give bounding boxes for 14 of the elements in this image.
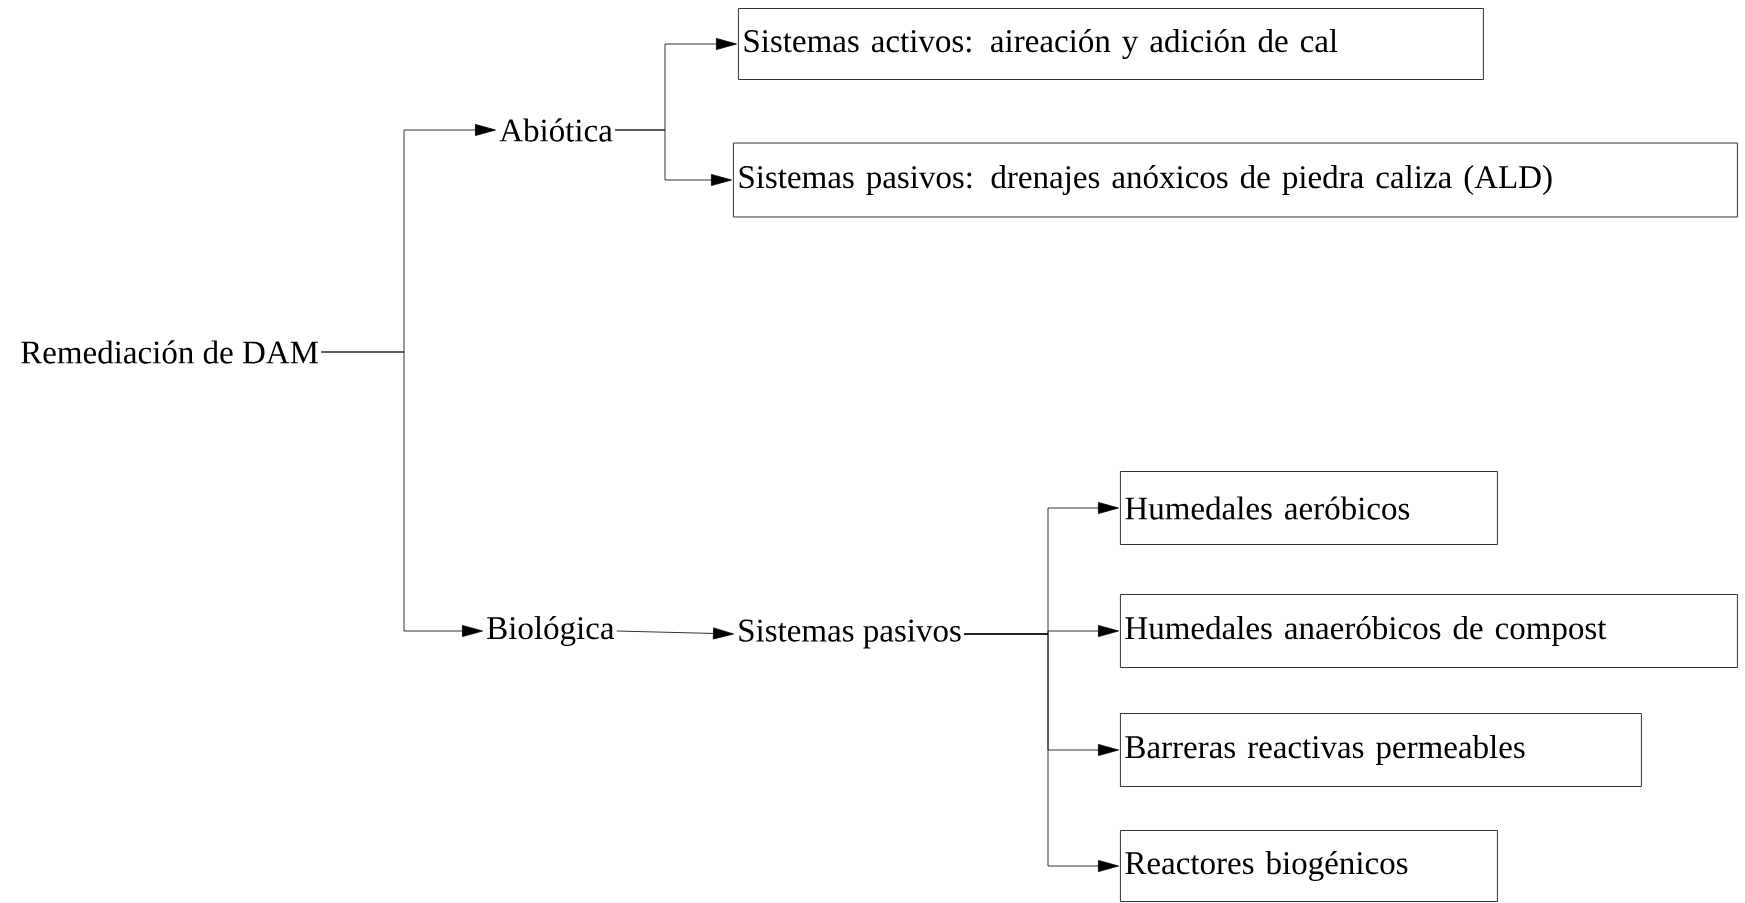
arrow	[614, 129, 732, 186]
node-label: Sistemas pasivos	[739, 619, 961, 649]
node-label: Remediación de DAM	[21, 340, 318, 364]
arrow	[963, 633, 1119, 872]
node-label: Abiótica	[499, 118, 613, 142]
text-box: Reactores biogénicos	[1120, 830, 1498, 902]
text-box: Sistemas activos: aireación y adición de cal	[738, 8, 1484, 80]
text-box: Humedales aeróbicos	[1120, 471, 1498, 545]
text-box: Humedales anaeróbicos de compost	[1120, 594, 1738, 668]
text-box: Sistemas pasivos: drenajes anóxicos de piedra caliza (ALD)	[733, 142, 1738, 218]
node-label: Biológica	[487, 616, 615, 647]
arrow	[616, 627, 734, 640]
arrow	[320, 351, 483, 637]
text-box: Barreras reactivas permeables	[1120, 713, 1642, 787]
